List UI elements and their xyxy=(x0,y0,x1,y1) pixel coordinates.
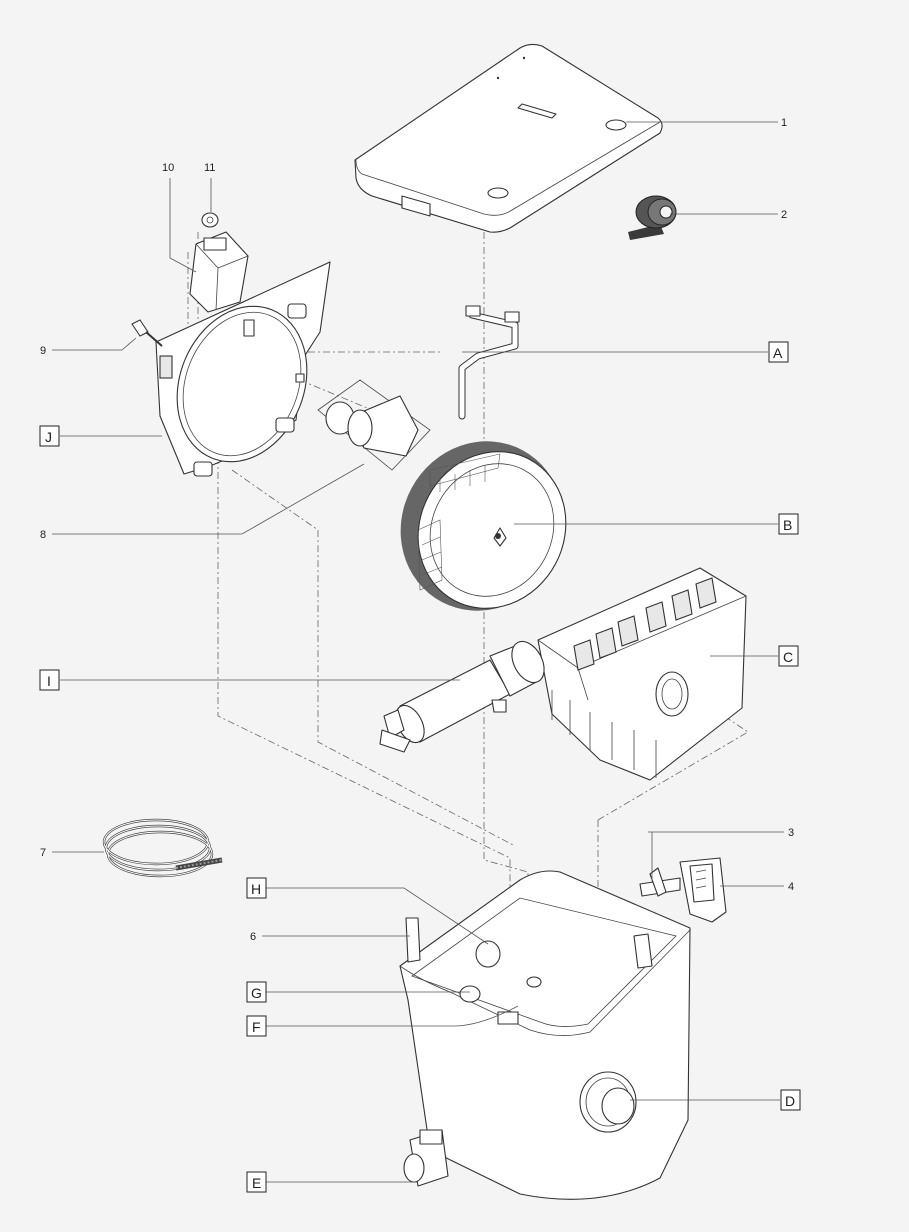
part-8-pump xyxy=(317,379,431,471)
number-callouts: 1 2 3 4 6 7 8 9 10 11 xyxy=(40,117,794,943)
tank-valve-e xyxy=(403,1129,449,1187)
callout-c: C xyxy=(783,649,793,665)
callout-2: 2 xyxy=(781,209,787,221)
tank-outlet-d xyxy=(579,1071,637,1133)
callout-8: 8 xyxy=(40,529,46,541)
part-11-nut xyxy=(201,212,219,228)
part-a-tube xyxy=(458,305,520,420)
callout-b: B xyxy=(783,517,792,533)
plate-fittings xyxy=(193,303,307,477)
callout-11: 11 xyxy=(204,162,215,174)
part-b-drum xyxy=(400,441,567,611)
callout-h: H xyxy=(251,881,261,897)
callout-f: F xyxy=(252,1019,261,1035)
callout-6: 6 xyxy=(250,931,256,943)
part-7-hose xyxy=(102,818,223,878)
drum-mesh-panels xyxy=(417,453,501,591)
callout-a-box: A xyxy=(768,341,789,363)
callout-b-box: B xyxy=(778,513,799,535)
main-tank xyxy=(399,870,691,1200)
callout-9: 9 xyxy=(40,345,46,357)
callout-d: D xyxy=(785,1093,795,1109)
callout-e: E xyxy=(252,1175,261,1191)
letter-callouts: A B C D E F G H I J xyxy=(39,341,801,1193)
part-3-4-connector xyxy=(639,857,727,923)
callout-d-box: D xyxy=(780,1089,801,1111)
part-lid xyxy=(354,43,663,233)
insert-slots xyxy=(573,577,717,671)
callout-7: 7 xyxy=(40,847,46,859)
part-tape-roll xyxy=(628,195,677,240)
part-i-uvc xyxy=(379,640,545,753)
callout-e-box: E xyxy=(246,1171,267,1193)
leader-lines xyxy=(52,121,784,1183)
callout-i: I xyxy=(47,673,51,689)
callout-c-box: C xyxy=(778,645,799,667)
callout-10: 10 xyxy=(162,162,174,174)
part-9-screw xyxy=(131,319,163,347)
callout-i-box: I xyxy=(39,669,60,691)
callout-g-box: G xyxy=(246,981,267,1003)
callout-h-box: H xyxy=(246,877,267,899)
callout-f-box: F xyxy=(246,1015,267,1037)
callout-3: 3 xyxy=(788,827,794,839)
part-c-insert xyxy=(537,567,747,781)
callout-4: 4 xyxy=(788,881,794,893)
part-j-plate xyxy=(155,261,331,477)
part-10-motor xyxy=(189,231,249,313)
callout-1: 1 xyxy=(781,117,787,129)
callout-j: J xyxy=(45,429,52,445)
callout-j-box: J xyxy=(39,425,60,447)
callout-g: G xyxy=(251,985,262,1001)
callout-a: A xyxy=(773,345,783,361)
